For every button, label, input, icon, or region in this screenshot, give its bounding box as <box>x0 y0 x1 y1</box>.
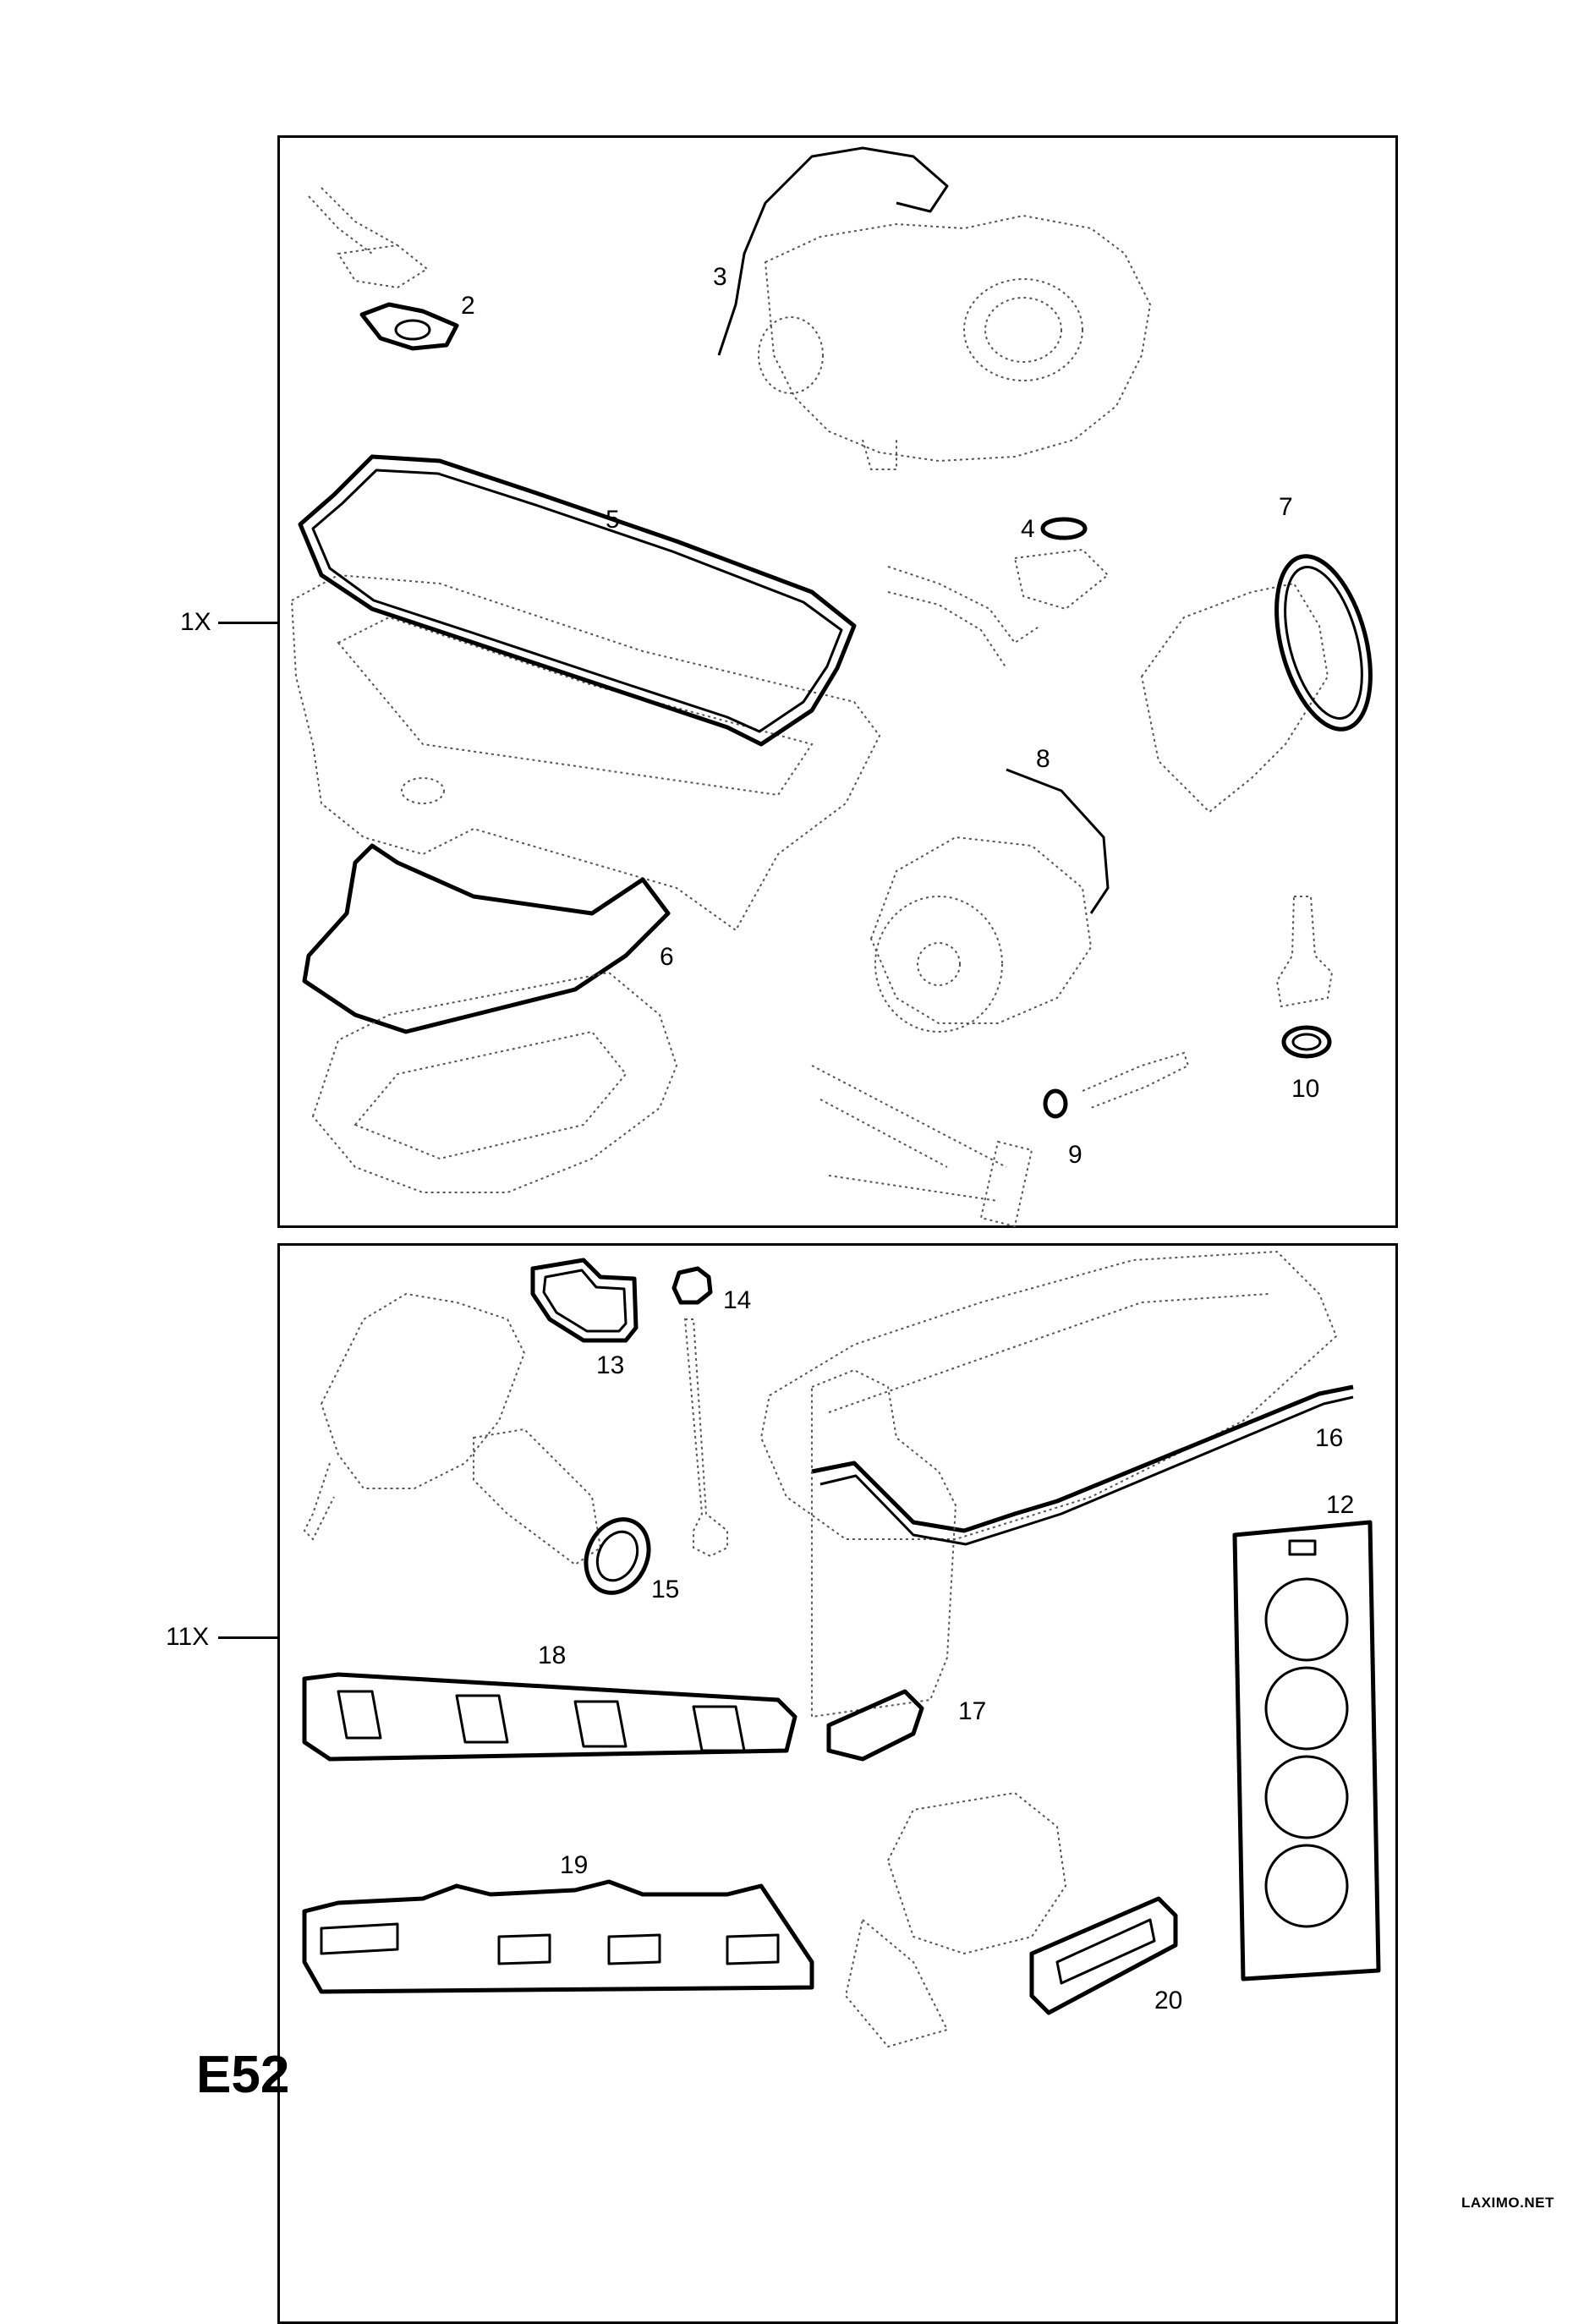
callout-20: 20 <box>1154 1987 1183 2014</box>
diagram-code: E52 <box>196 2046 290 2104</box>
callout-13: 13 <box>596 1351 625 1379</box>
callout-3: 3 <box>713 263 727 291</box>
callout-16: 16 <box>1315 1424 1344 1452</box>
set-leader-upper <box>218 622 277 624</box>
set-label-lower: 11X <box>166 1623 210 1651</box>
callout-10: 10 <box>1291 1075 1320 1103</box>
callout-14: 14 <box>723 1286 752 1314</box>
set-label-upper: 1X <box>180 608 211 636</box>
upper-parts-panel <box>277 135 1398 1228</box>
callout-15: 15 <box>651 1576 680 1603</box>
callout-18: 18 <box>538 1642 567 1669</box>
callout-9: 9 <box>1068 1141 1082 1169</box>
callout-12: 12 <box>1326 1491 1355 1519</box>
callout-6: 6 <box>660 943 674 971</box>
callout-5: 5 <box>606 506 620 534</box>
watermark: LAXIMO.NET <box>1461 2195 1554 2211</box>
lower-parts-panel <box>277 1243 1398 2324</box>
callout-17: 17 <box>958 1697 987 1725</box>
callout-4: 4 <box>1021 515 1035 543</box>
set-leader-lower <box>218 1636 277 1639</box>
callout-19: 19 <box>560 1851 589 1879</box>
callout-2: 2 <box>461 292 475 320</box>
callout-8: 8 <box>1036 745 1050 773</box>
callout-7: 7 <box>1279 493 1293 521</box>
